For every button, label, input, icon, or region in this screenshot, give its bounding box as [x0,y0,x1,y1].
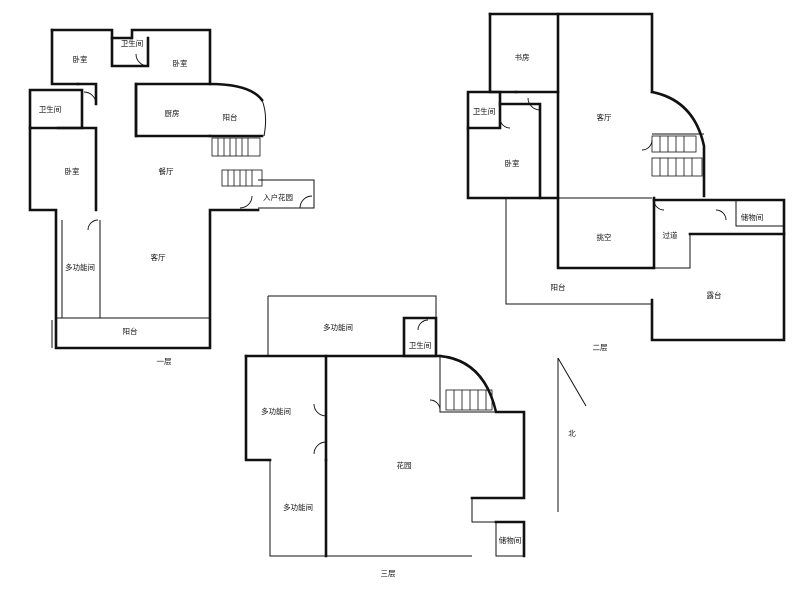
room-label: 多功能间 [65,262,95,272]
room-label: 餐厅 [159,167,174,176]
room-label: 阳台 [223,112,238,122]
floor3-plan: 多功能间 卫生间 多功能间 花园 多功能间 储物间 三层 [244,295,526,578]
room-label: 卧室 [505,158,520,168]
room-label: 挑空 [597,232,612,242]
room-label: 客厅 [151,252,166,262]
room-label: 卧室 [73,54,88,64]
room-label: 储物间 [499,535,522,545]
room-label: 阳台 [551,282,566,292]
room-label: 客厅 [597,112,612,122]
room-label: 花园 [397,460,412,470]
room-label: 储物间 [741,212,764,222]
room-label: 入户花园 [263,192,293,202]
room-label: 露台 [707,290,722,300]
floor1-caption: 一层 [157,357,172,366]
room-label: 阳台 [123,326,138,336]
north-label: 北 [568,429,576,438]
room-label: 卫生间 [39,104,62,114]
floor2-caption: 二层 [593,343,608,352]
room-label: 卫生间 [473,106,496,116]
north-arrow: 北 [557,357,587,512]
room-label: 多功能间 [261,406,291,416]
room-label: 过道 [663,230,678,240]
room-label: 卫生间 [121,38,144,48]
floor1-plan: 卧室 卫生间 卧室 卫生间 厨房 阳台 卧室 餐厅 入户花园 多功能间 客厅 阳… [28,28,315,366]
room-label: 卫生间 [409,340,432,350]
room-label: 厨房 [165,108,180,118]
room-label: 卧室 [173,58,188,68]
room-label: 多功能间 [283,502,313,512]
room-label: 卧室 [65,166,80,176]
room-label: 多功能间 [323,322,353,332]
floor3-caption: 三层 [381,569,396,578]
floor2-plan: 书房 卫生间 客厅 卧室 挑空 过道 储物间 阳台 露台 二层 [466,12,786,352]
room-label: 书房 [515,52,530,62]
